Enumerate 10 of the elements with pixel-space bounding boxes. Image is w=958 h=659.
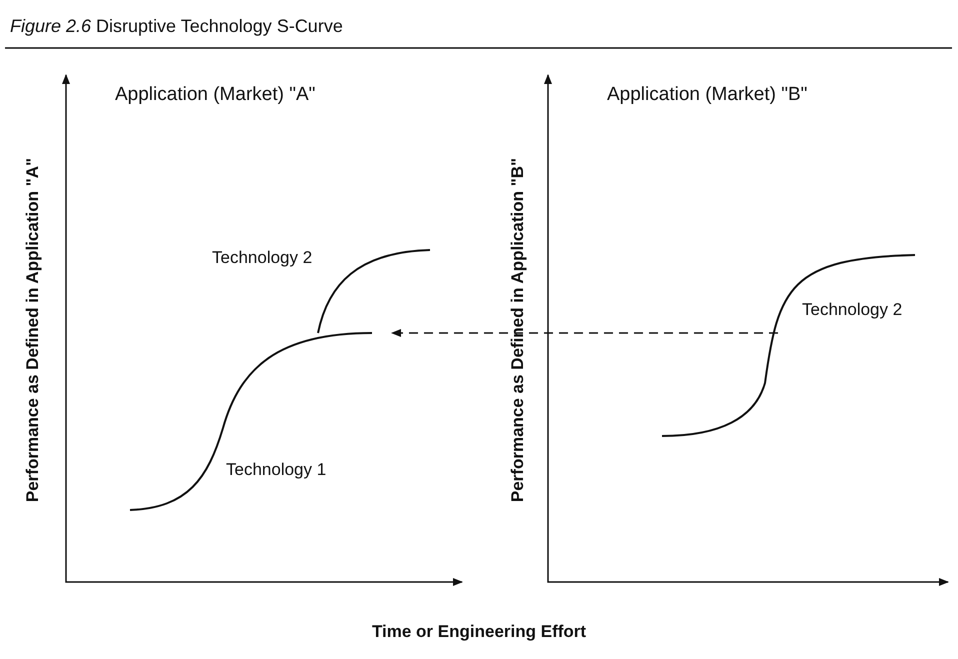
panel-heading: Application (Market) "A" xyxy=(115,84,316,106)
curve-label: Technology 2 xyxy=(802,300,902,320)
arrow xyxy=(391,329,778,337)
axis-title: Time or Engineering Effort xyxy=(372,622,586,642)
figure-title: Figure 2.6 Disruptive Technology S-Curve xyxy=(10,16,343,37)
panel-heading: Application (Market) "B" xyxy=(607,84,808,106)
axis-title: Performance as Defined in Application "A" xyxy=(23,158,43,502)
axis-title: Performance as Defined in Application "B" xyxy=(508,158,528,502)
curve-label: Technology 1 xyxy=(226,460,326,480)
curve-label: Technology 2 xyxy=(212,248,312,268)
